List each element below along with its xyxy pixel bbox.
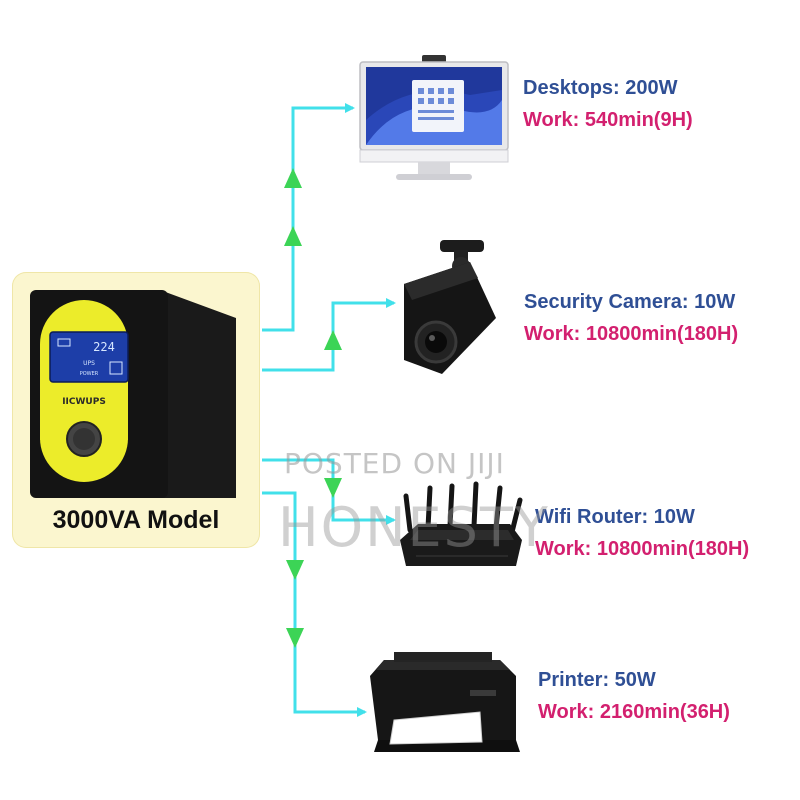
device-name: Security Camera: 10W xyxy=(524,291,736,313)
lcd-reading: 224 xyxy=(93,340,115,354)
device-work-time: Work: 540min(9H) xyxy=(523,109,693,131)
lcd-plug-icon xyxy=(109,361,123,375)
device-work-time: Work: 10800min(180H) xyxy=(535,538,750,560)
printer-icon xyxy=(370,652,520,752)
device-name: Wifi Router: 10W xyxy=(535,506,695,528)
arrow-up-icon xyxy=(324,330,342,350)
wires xyxy=(262,103,396,717)
device-camera-info: Security Camera: 10W Work: 10800min(180H… xyxy=(524,286,738,350)
arrow-down-icon xyxy=(286,628,304,648)
arrow-down-icon xyxy=(324,478,342,498)
wire-to-printer xyxy=(262,491,367,717)
device-desktop-info: Desktops: 200W Work: 540min(9H) xyxy=(523,72,693,136)
model-label: 3000VA Model xyxy=(52,506,220,534)
ups-unit: 224 UPS POWER IICWUPS xyxy=(30,290,236,498)
device-work-time: Work: 10800min(180H) xyxy=(524,323,739,345)
ups-side-panel xyxy=(160,290,236,498)
device-work-time: Work: 2160min(36H) xyxy=(538,701,730,723)
security-camera-icon xyxy=(404,240,496,374)
arrow-down-icon xyxy=(286,560,304,580)
lcd-label-power: POWER xyxy=(80,371,99,377)
watermark-posted: POSTED ON JIJI xyxy=(284,447,505,480)
desktop-monitor-icon xyxy=(359,55,509,180)
flow-arrows xyxy=(284,168,342,648)
watermark-honesty: HONESTY xyxy=(278,496,550,559)
paper-tray-icon xyxy=(389,711,483,745)
wire-to-camera xyxy=(262,298,396,372)
arrow-up-icon xyxy=(284,226,302,246)
ups-brand-logo: IICWUPS xyxy=(62,397,106,407)
wire-to-desktop xyxy=(262,103,355,332)
device-router-info: Wifi Router: 10W Work: 10800min(180H) xyxy=(535,501,749,565)
wifi-router-icon xyxy=(400,481,523,566)
device-name: Desktops: 200W xyxy=(523,77,678,99)
lcd-battery-icon xyxy=(57,338,71,347)
device-name: Printer: 50W xyxy=(538,669,656,691)
arrow-up-icon xyxy=(284,168,302,188)
lcd-label-ups: UPS xyxy=(83,360,95,367)
device-printer-info: Printer: 50W Work: 2160min(36H) xyxy=(538,664,730,728)
